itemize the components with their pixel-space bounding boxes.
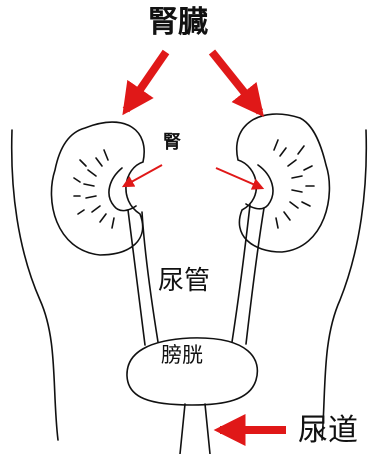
urethra — [180, 404, 210, 454]
urethra-label: 尿道 — [298, 416, 358, 446]
right-ureter — [232, 205, 250, 342]
left-kidney — [51, 122, 144, 255]
renal-pelvis-label: 腎 — [163, 134, 181, 152]
bladder-label: 膀胱 — [161, 345, 203, 366]
kidneys-label: 腎臓 — [148, 8, 208, 38]
kidney-arrow-left — [126, 52, 166, 110]
ureter-label: 尿管 — [158, 268, 210, 294]
torso-left-outline — [12, 130, 58, 440]
pelvis-arrow-left — [124, 165, 162, 186]
arrows — [124, 52, 286, 430]
kidney-arrow-right — [212, 52, 260, 112]
